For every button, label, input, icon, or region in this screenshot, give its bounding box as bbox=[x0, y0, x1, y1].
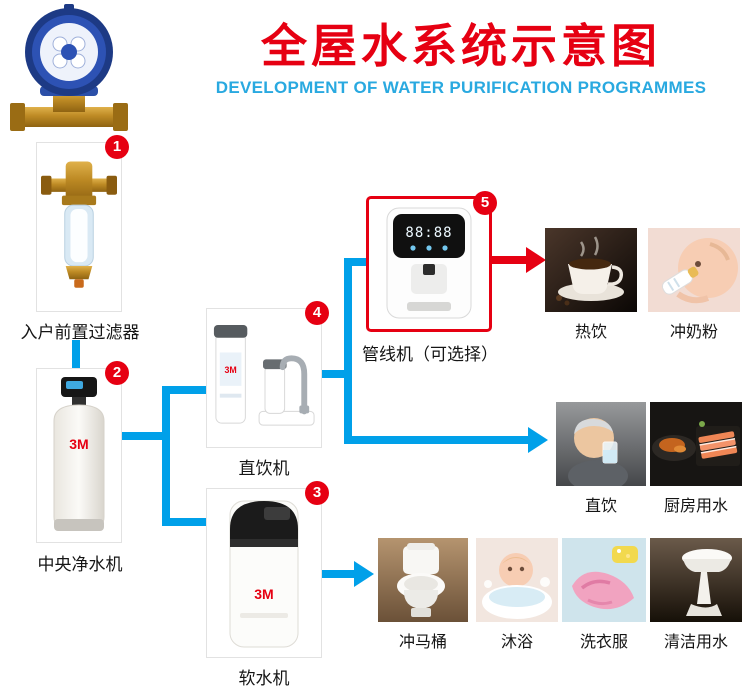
output-label-bathing: 沐浴 bbox=[500, 634, 533, 651]
hot-drink-arrow-icon bbox=[526, 247, 546, 273]
photo-cleaning-water bbox=[650, 538, 742, 622]
step-badge-1: 1 bbox=[105, 135, 129, 159]
direct-drinking-machine-icon: 3M bbox=[213, 324, 315, 426]
output-label-kitchen-water: 厨房用水 bbox=[663, 498, 728, 515]
coffee-cup-icon bbox=[545, 228, 637, 312]
step-badge-5: 5 bbox=[473, 191, 497, 215]
man-drinking-icon bbox=[556, 402, 646, 486]
baby-bath-icon bbox=[476, 538, 558, 622]
softener-arrow-icon bbox=[354, 561, 374, 587]
device-label-central-purifier: 中央净水机 bbox=[37, 555, 123, 574]
step-badge-4: 4 bbox=[305, 301, 329, 325]
photo-kitchen-water bbox=[650, 402, 742, 486]
output-label-laundry: 洗衣服 bbox=[579, 634, 628, 651]
photo-laundry bbox=[562, 538, 646, 622]
connector-prefilter-to-central bbox=[72, 340, 80, 368]
photo-toilet-flushing bbox=[378, 538, 468, 622]
photo-bathing bbox=[476, 538, 558, 622]
device-label-softener: 软水机 bbox=[238, 669, 290, 688]
output-label-cleaning-water: 清洁用水 bbox=[663, 634, 728, 651]
prefilter-icon bbox=[41, 161, 117, 288]
connector-to-direct-drink-outputs bbox=[344, 436, 530, 444]
device-label-prefilter: 入户前置过滤器 bbox=[20, 323, 140, 342]
output-label-toilet-flushing: 冲马桶 bbox=[398, 634, 447, 651]
connector-to-pipeline-machine bbox=[348, 258, 366, 266]
photo-formula-milk bbox=[648, 228, 740, 312]
page-title: 全屋水系统示意图 bbox=[261, 20, 661, 72]
device-box-prefilter: 1 bbox=[36, 135, 129, 312]
connector-softener-to-outputs bbox=[322, 570, 356, 578]
brand-logo-3m: 3M bbox=[69, 436, 88, 452]
photo-hot-drink bbox=[545, 228, 637, 312]
photo-direct-drinking bbox=[556, 402, 646, 486]
laundry-icon bbox=[562, 538, 646, 622]
output-label-formula-milk: 冲奶粉 bbox=[669, 324, 718, 341]
pipeline-machine-icon: 88:88 bbox=[386, 207, 472, 319]
device-label-pipeline-machine: 管线机（可选择） bbox=[362, 345, 498, 364]
page-subtitle: DEVELOPMENT OF WATER PURIFICATION PROGRA… bbox=[215, 77, 707, 97]
water-meter-icon bbox=[10, 4, 128, 131]
connector-pipeline-to-hot-drink bbox=[492, 256, 528, 264]
device-label-direct-drinking-machine: 直饮机 bbox=[238, 459, 290, 478]
direct-drink-arrow-icon bbox=[528, 427, 548, 453]
connector-left-trunk bbox=[162, 386, 170, 526]
water-meter-photo bbox=[8, 4, 130, 144]
brand-logo-3m: 3M bbox=[224, 365, 236, 375]
toilet-icon bbox=[378, 538, 468, 622]
pipeline-display: 88:88 bbox=[405, 225, 452, 241]
baby-feeding-icon bbox=[648, 228, 740, 312]
device-box-pipeline-machine: 5 88:88 bbox=[366, 191, 497, 332]
device-box-softener: 3 3M bbox=[206, 481, 329, 658]
connector-central-out bbox=[122, 432, 170, 440]
brand-logo-3m: 3M bbox=[254, 586, 273, 602]
step-badge-2: 2 bbox=[105, 361, 129, 385]
device-box-direct-drinking-machine: 4 3M bbox=[206, 301, 329, 448]
output-label-hot-drink: 热饮 bbox=[574, 324, 607, 341]
connector-to-softener bbox=[162, 518, 206, 526]
connector-direct-machine-out bbox=[322, 370, 352, 378]
connector-right-trunk bbox=[344, 258, 352, 444]
output-label-direct-drinking: 直饮 bbox=[584, 498, 617, 515]
device-box-central-purifier: 2 3M bbox=[36, 361, 129, 543]
header: 全屋水系统示意图 DEVELOPMENT OF WATER PURIFICATI… bbox=[178, 20, 744, 98]
softener-icon: 3M bbox=[229, 500, 299, 648]
connector-to-direct-drinking-machine bbox=[162, 386, 206, 394]
step-badge-3: 3 bbox=[305, 481, 329, 505]
central-purifier-icon: 3M bbox=[53, 376, 105, 531]
kitchen-food-icon bbox=[650, 402, 742, 486]
pedestal-sink-icon bbox=[650, 538, 742, 622]
